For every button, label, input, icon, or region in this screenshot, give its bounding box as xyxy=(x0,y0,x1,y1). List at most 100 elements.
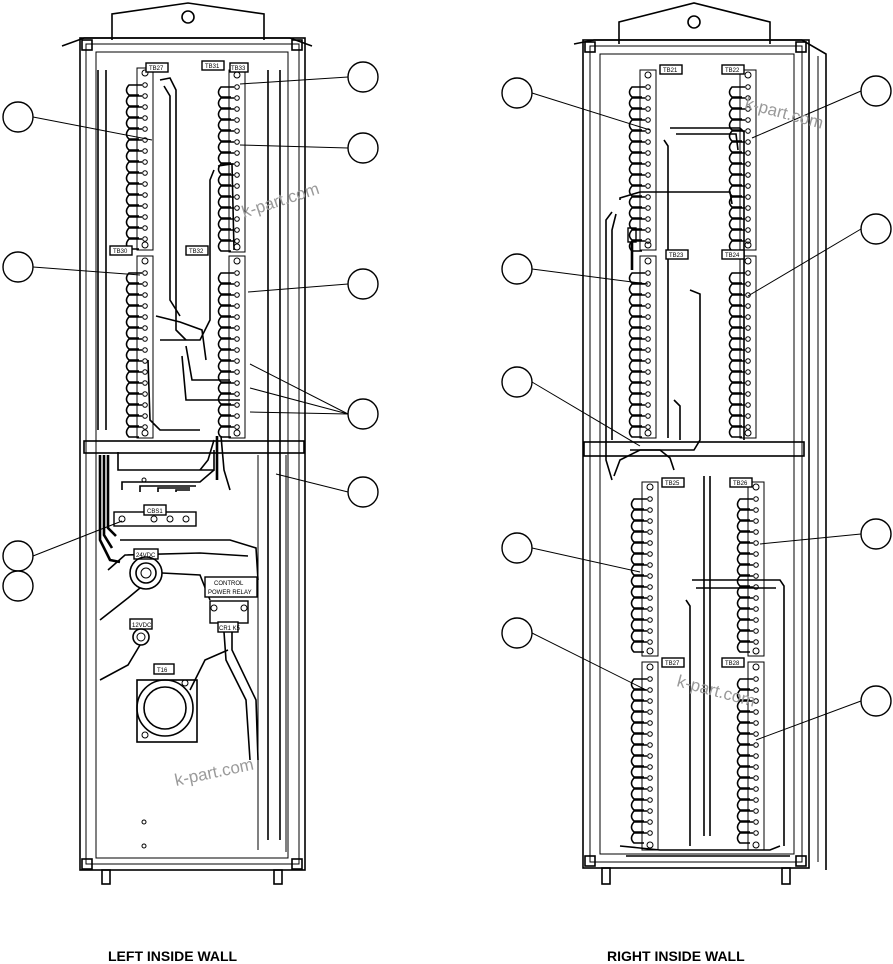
left-hood-hole xyxy=(181,10,195,24)
terminal xyxy=(736,808,759,822)
terminal xyxy=(125,225,148,239)
terminal xyxy=(728,117,751,131)
terminal xyxy=(630,617,653,631)
terminal xyxy=(630,808,653,822)
left-terminal-strips xyxy=(125,67,246,439)
right-terminal-strips xyxy=(628,69,765,851)
left-roof-flange xyxy=(61,37,313,47)
right-roof-flange xyxy=(573,39,827,870)
terminal xyxy=(736,753,759,767)
terminal xyxy=(628,106,651,120)
terminal xyxy=(728,172,751,186)
tb-label-right-2: TB22 xyxy=(725,68,740,74)
terminal xyxy=(736,731,759,745)
terminal xyxy=(728,205,751,219)
terminal xyxy=(736,797,759,811)
psu-label: 24VDC xyxy=(136,553,156,559)
terminal xyxy=(217,358,240,372)
terminal xyxy=(217,238,240,252)
terminal xyxy=(217,413,240,427)
right-callouts xyxy=(501,75,892,741)
terminal xyxy=(630,518,653,532)
terminal xyxy=(630,595,653,609)
left-callouts xyxy=(2,61,379,602)
terminal xyxy=(217,194,240,208)
terminal xyxy=(125,181,148,195)
terminal xyxy=(125,104,148,118)
caption-right: RIGHT INSIDE WALL xyxy=(607,948,745,964)
control-relay-body xyxy=(209,600,249,624)
terminal xyxy=(628,128,651,142)
terminal xyxy=(628,84,651,98)
control-relay-tag xyxy=(204,576,258,598)
terminal xyxy=(736,584,759,598)
terminal xyxy=(125,126,148,140)
terminal xyxy=(736,496,759,510)
terminal-strip xyxy=(736,481,765,657)
terminal xyxy=(736,775,759,789)
caption-left: LEFT INSIDE WALL xyxy=(108,948,238,964)
terminal xyxy=(728,325,751,339)
terminal xyxy=(728,413,751,427)
terminal xyxy=(728,336,751,350)
terminal-strip xyxy=(630,481,659,657)
terminal xyxy=(628,413,651,427)
terminal xyxy=(728,139,751,153)
terminal xyxy=(736,529,759,543)
terminal-strip xyxy=(728,255,757,439)
terminal xyxy=(736,698,759,712)
terminal xyxy=(728,424,751,438)
terminal xyxy=(736,606,759,620)
psu-tag xyxy=(133,548,159,560)
right-cabinet-outline xyxy=(582,39,810,869)
terminal xyxy=(217,183,240,197)
terminal xyxy=(628,95,651,109)
terminal xyxy=(728,380,751,394)
terminal xyxy=(736,764,759,778)
terminal xyxy=(728,194,751,208)
right-top-hood xyxy=(618,2,771,44)
terminal xyxy=(628,369,651,383)
terminal xyxy=(736,676,759,690)
terminal xyxy=(125,325,148,339)
terminal xyxy=(630,764,653,778)
relay-terminals: CR1 K5 xyxy=(219,626,241,632)
terminal xyxy=(125,137,148,151)
terminal xyxy=(125,281,148,295)
terminal xyxy=(125,424,148,438)
tb-tag xyxy=(145,62,169,73)
terminal xyxy=(217,380,240,394)
terminal xyxy=(217,216,240,230)
terminal xyxy=(728,150,751,164)
terminal xyxy=(628,227,651,241)
terminal xyxy=(630,720,653,734)
terminal xyxy=(125,93,148,107)
right-divider xyxy=(583,441,805,457)
terminal xyxy=(628,194,651,208)
terminal xyxy=(728,84,751,98)
terminal xyxy=(630,687,653,701)
terminal xyxy=(628,424,651,438)
terminal xyxy=(736,507,759,521)
terminal xyxy=(736,595,759,609)
terminal xyxy=(728,369,751,383)
tb-label-right-5: TB25 xyxy=(665,481,680,487)
terminal xyxy=(728,106,751,120)
terminal xyxy=(728,402,751,416)
terminal xyxy=(736,573,759,587)
terminal xyxy=(630,639,653,653)
terminal xyxy=(628,172,651,186)
terminal xyxy=(728,358,751,372)
terminal xyxy=(217,292,240,306)
terminal xyxy=(728,303,751,317)
terminal xyxy=(728,216,751,230)
watermark: k-part.com xyxy=(675,672,757,711)
terminal xyxy=(125,369,148,383)
terminal xyxy=(736,830,759,844)
terminal xyxy=(630,775,653,789)
terminal xyxy=(125,391,148,405)
terminal xyxy=(217,369,240,383)
terminal xyxy=(630,742,653,756)
terminal xyxy=(628,161,651,175)
